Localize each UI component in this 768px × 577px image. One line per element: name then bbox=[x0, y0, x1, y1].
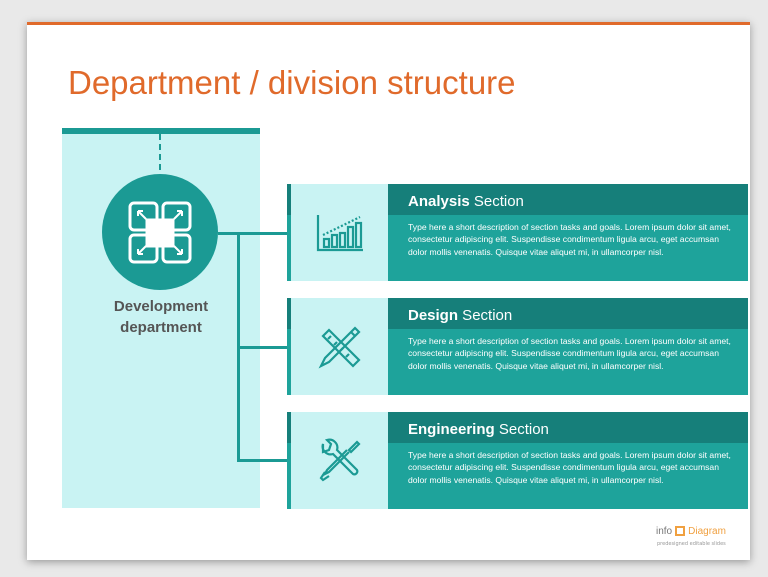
department-icon-circle bbox=[102, 174, 218, 290]
section-description: Type here a short description of section… bbox=[388, 215, 748, 281]
bar-chart-trend-icon bbox=[316, 214, 363, 251]
section-accent bbox=[287, 298, 291, 395]
section-description: Type here a short description of section… bbox=[388, 329, 748, 395]
expand-arrows-squares-icon bbox=[128, 201, 192, 264]
connector-main bbox=[218, 232, 287, 235]
dashed-connector bbox=[159, 134, 161, 170]
logo-tagline: predesigned editable slides bbox=[657, 541, 726, 547]
department-label-line2: department bbox=[120, 319, 202, 336]
department-label-line1: Development bbox=[113, 298, 209, 315]
department-label: Development department bbox=[62, 296, 260, 338]
section-title: Analysis Section bbox=[388, 184, 748, 215]
section-title: Engineering Section bbox=[388, 412, 748, 443]
section-icon-box bbox=[291, 298, 388, 395]
section-accent bbox=[287, 184, 291, 281]
section-description: Type here a short description of section… bbox=[388, 443, 748, 509]
section-engineering: Engineering Section Type here a short de… bbox=[287, 412, 748, 509]
section-title: Design Section bbox=[388, 298, 748, 329]
section-analysis: Analysis Section Type here a short descr… bbox=[287, 184, 748, 281]
pencil-ruler-icon bbox=[318, 325, 361, 368]
connector-engineering bbox=[237, 459, 287, 462]
section-icon-box bbox=[291, 412, 388, 509]
wrench-screwdriver-icon bbox=[319, 438, 361, 481]
connector-design bbox=[237, 346, 287, 349]
page-title: Department / division structure bbox=[68, 64, 516, 101]
section-accent bbox=[287, 412, 291, 509]
section-design: Design Section Type here a short descrip… bbox=[287, 298, 748, 395]
section-icon-box bbox=[291, 184, 388, 281]
